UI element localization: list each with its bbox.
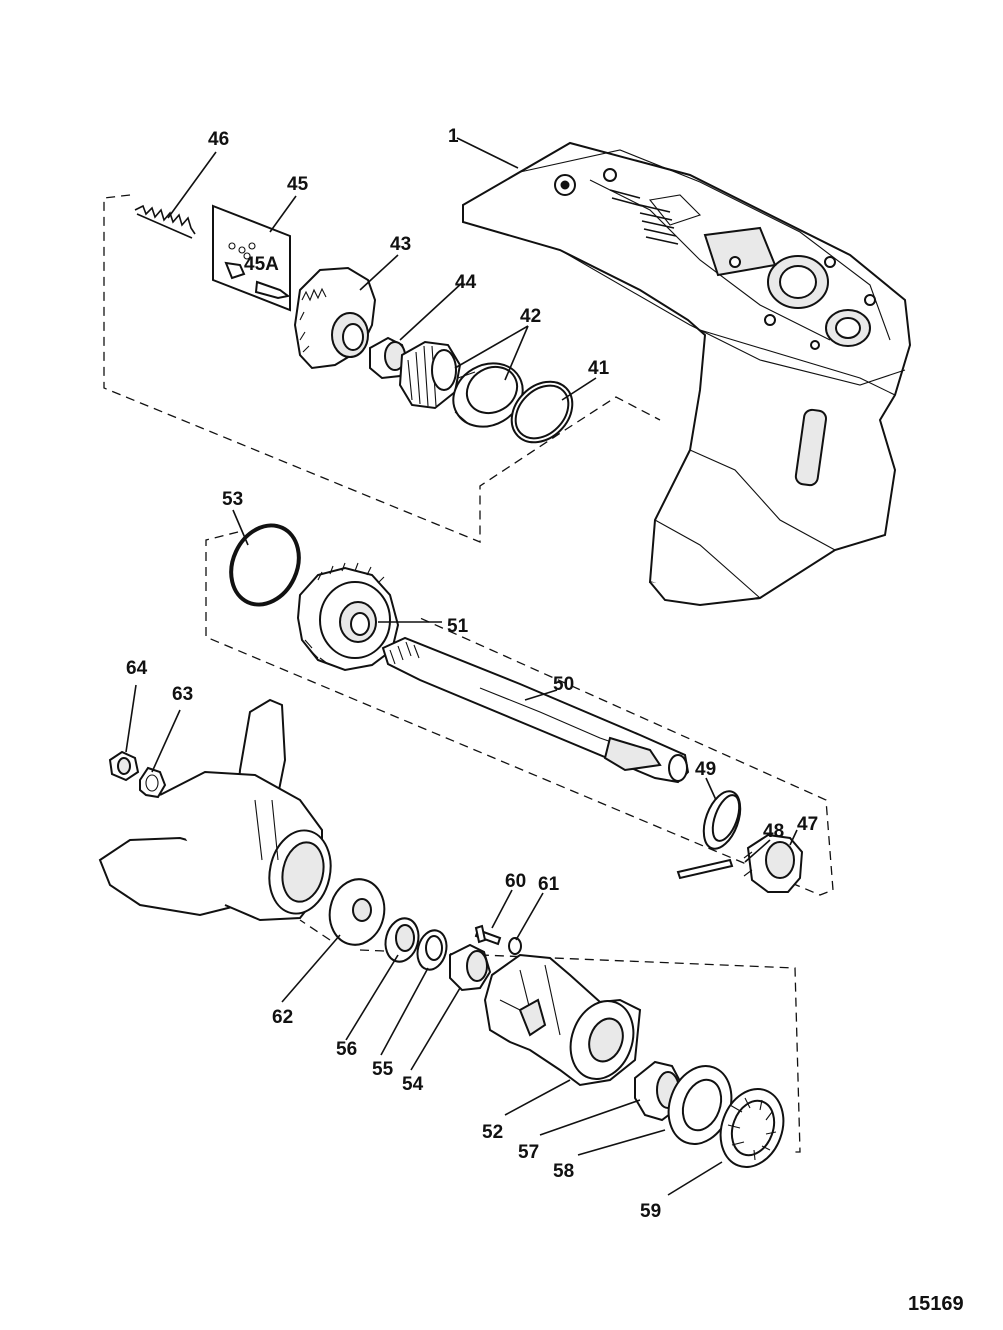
callout-51: 51: [447, 616, 469, 637]
callout-41: 41: [588, 358, 610, 379]
callout-48: 48: [763, 821, 784, 842]
part-47-clutch: [743, 833, 804, 893]
dashed-group-upper: [103, 194, 661, 543]
callout-42: 42: [520, 306, 541, 327]
callout-56: 56: [336, 1039, 357, 1060]
callout-49: 49: [695, 759, 716, 780]
dashed-group-middle: [205, 531, 834, 896]
callout-52: 52: [482, 1122, 503, 1143]
part-41-shim: [510, 380, 574, 444]
callout-46: 46: [208, 129, 229, 150]
callout-60: 60: [505, 871, 526, 892]
part-56-seal: [384, 917, 420, 963]
housing-anode-plate: [794, 408, 828, 487]
part-52-bearing-carrier: [483, 953, 642, 1087]
callout-58: 58: [553, 1161, 574, 1182]
part-62-thrust-washer: [328, 878, 386, 946]
callout-45: 45: [287, 174, 309, 195]
gear-housing: [462, 141, 912, 607]
callout-55: 55: [372, 1059, 394, 1080]
callout-47: 47: [797, 814, 818, 835]
part-64-propeller-nut: [108, 750, 140, 782]
callout-1: 1: [448, 126, 459, 147]
housing-vent-slots: [609, 189, 679, 245]
part-59-thrust-bearing: [719, 1088, 785, 1168]
part-43-forward-gear: [293, 266, 377, 370]
callout-62: 62: [272, 1007, 293, 1028]
callout-labels: 1 46 45 45A 43 44 42 41 53 51 50 49 48 4…: [126, 126, 818, 1222]
part-46-spring: [134, 204, 196, 239]
part-53-ring: [229, 523, 301, 607]
callout-57: 57: [518, 1142, 539, 1163]
part-54-needle-bearing: [449, 943, 492, 992]
part-63-tab-washer: [139, 766, 167, 799]
callout-50: 50: [553, 674, 574, 695]
callout-64: 64: [126, 658, 148, 679]
part-60-screw: [474, 924, 502, 946]
callout-53: 53: [222, 489, 243, 510]
callout-61: 61: [538, 874, 560, 895]
callout-43: 43: [390, 234, 411, 255]
figure-number: 15169: [908, 1293, 964, 1315]
part-48-cross-pin: [676, 858, 734, 880]
leader-lines: [125, 137, 798, 1196]
callout-59: 59: [640, 1201, 661, 1222]
part-61-washer: [508, 937, 522, 955]
callout-63: 63: [172, 684, 193, 705]
callout-45a: 45A: [244, 254, 279, 275]
propeller: [98, 698, 332, 922]
part-49-ring: [702, 790, 742, 850]
part-42-tapered-bearing: [398, 340, 462, 410]
part-51-reverse-gear: [296, 562, 400, 672]
callout-44: 44: [455, 272, 477, 293]
part-50-propeller-shaft: [381, 636, 690, 784]
callout-54: 54: [402, 1074, 424, 1095]
